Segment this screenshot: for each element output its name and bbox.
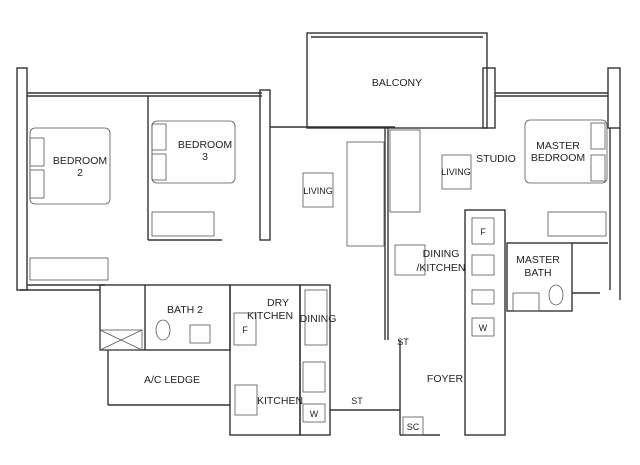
- sink: [189, 324, 211, 344]
- label-store-1: ST: [397, 337, 409, 347]
- label-kitchen: KITCHEN: [257, 395, 303, 407]
- fridge-label: F: [242, 325, 248, 335]
- label-studio: STUDIO: [476, 153, 516, 165]
- ac-unit: [99, 329, 143, 351]
- walls: [16, 32, 621, 436]
- sofa: [346, 141, 385, 247]
- toilet: [155, 319, 171, 341]
- washer-label: W: [310, 409, 319, 419]
- bed: [151, 120, 236, 184]
- sink: [512, 292, 540, 312]
- wardrobe: [29, 257, 109, 281]
- label-living: LIVING: [303, 186, 333, 196]
- stove: [302, 361, 326, 393]
- label-shelter: SC: [407, 422, 420, 432]
- bed: [524, 119, 608, 184]
- wardrobe: [151, 211, 215, 237]
- dining-table: [394, 244, 426, 276]
- label-bath-2: BATH 2: [167, 304, 203, 316]
- label-dining: DINING: [300, 313, 337, 325]
- sofa: [389, 129, 421, 213]
- label-balcony: BALCONY: [372, 77, 422, 89]
- stove: [471, 289, 495, 305]
- label-store-2: ST: [351, 396, 363, 406]
- sink: [234, 384, 258, 416]
- toilet: [548, 284, 564, 306]
- fridge-label: F: [480, 227, 486, 237]
- label-ac-ledge: A/C LEDGE: [144, 374, 200, 386]
- label-foyer: FOYER: [427, 373, 464, 385]
- label-dining-kitchen: DINING/KITCHEN: [416, 248, 465, 274]
- sink: [471, 254, 495, 276]
- washer-label: W: [479, 323, 488, 333]
- furniture: [29, 119, 608, 416]
- wardrobe: [547, 211, 607, 237]
- dining-table: [304, 289, 328, 346]
- label-living-studio: LIVING: [441, 167, 471, 177]
